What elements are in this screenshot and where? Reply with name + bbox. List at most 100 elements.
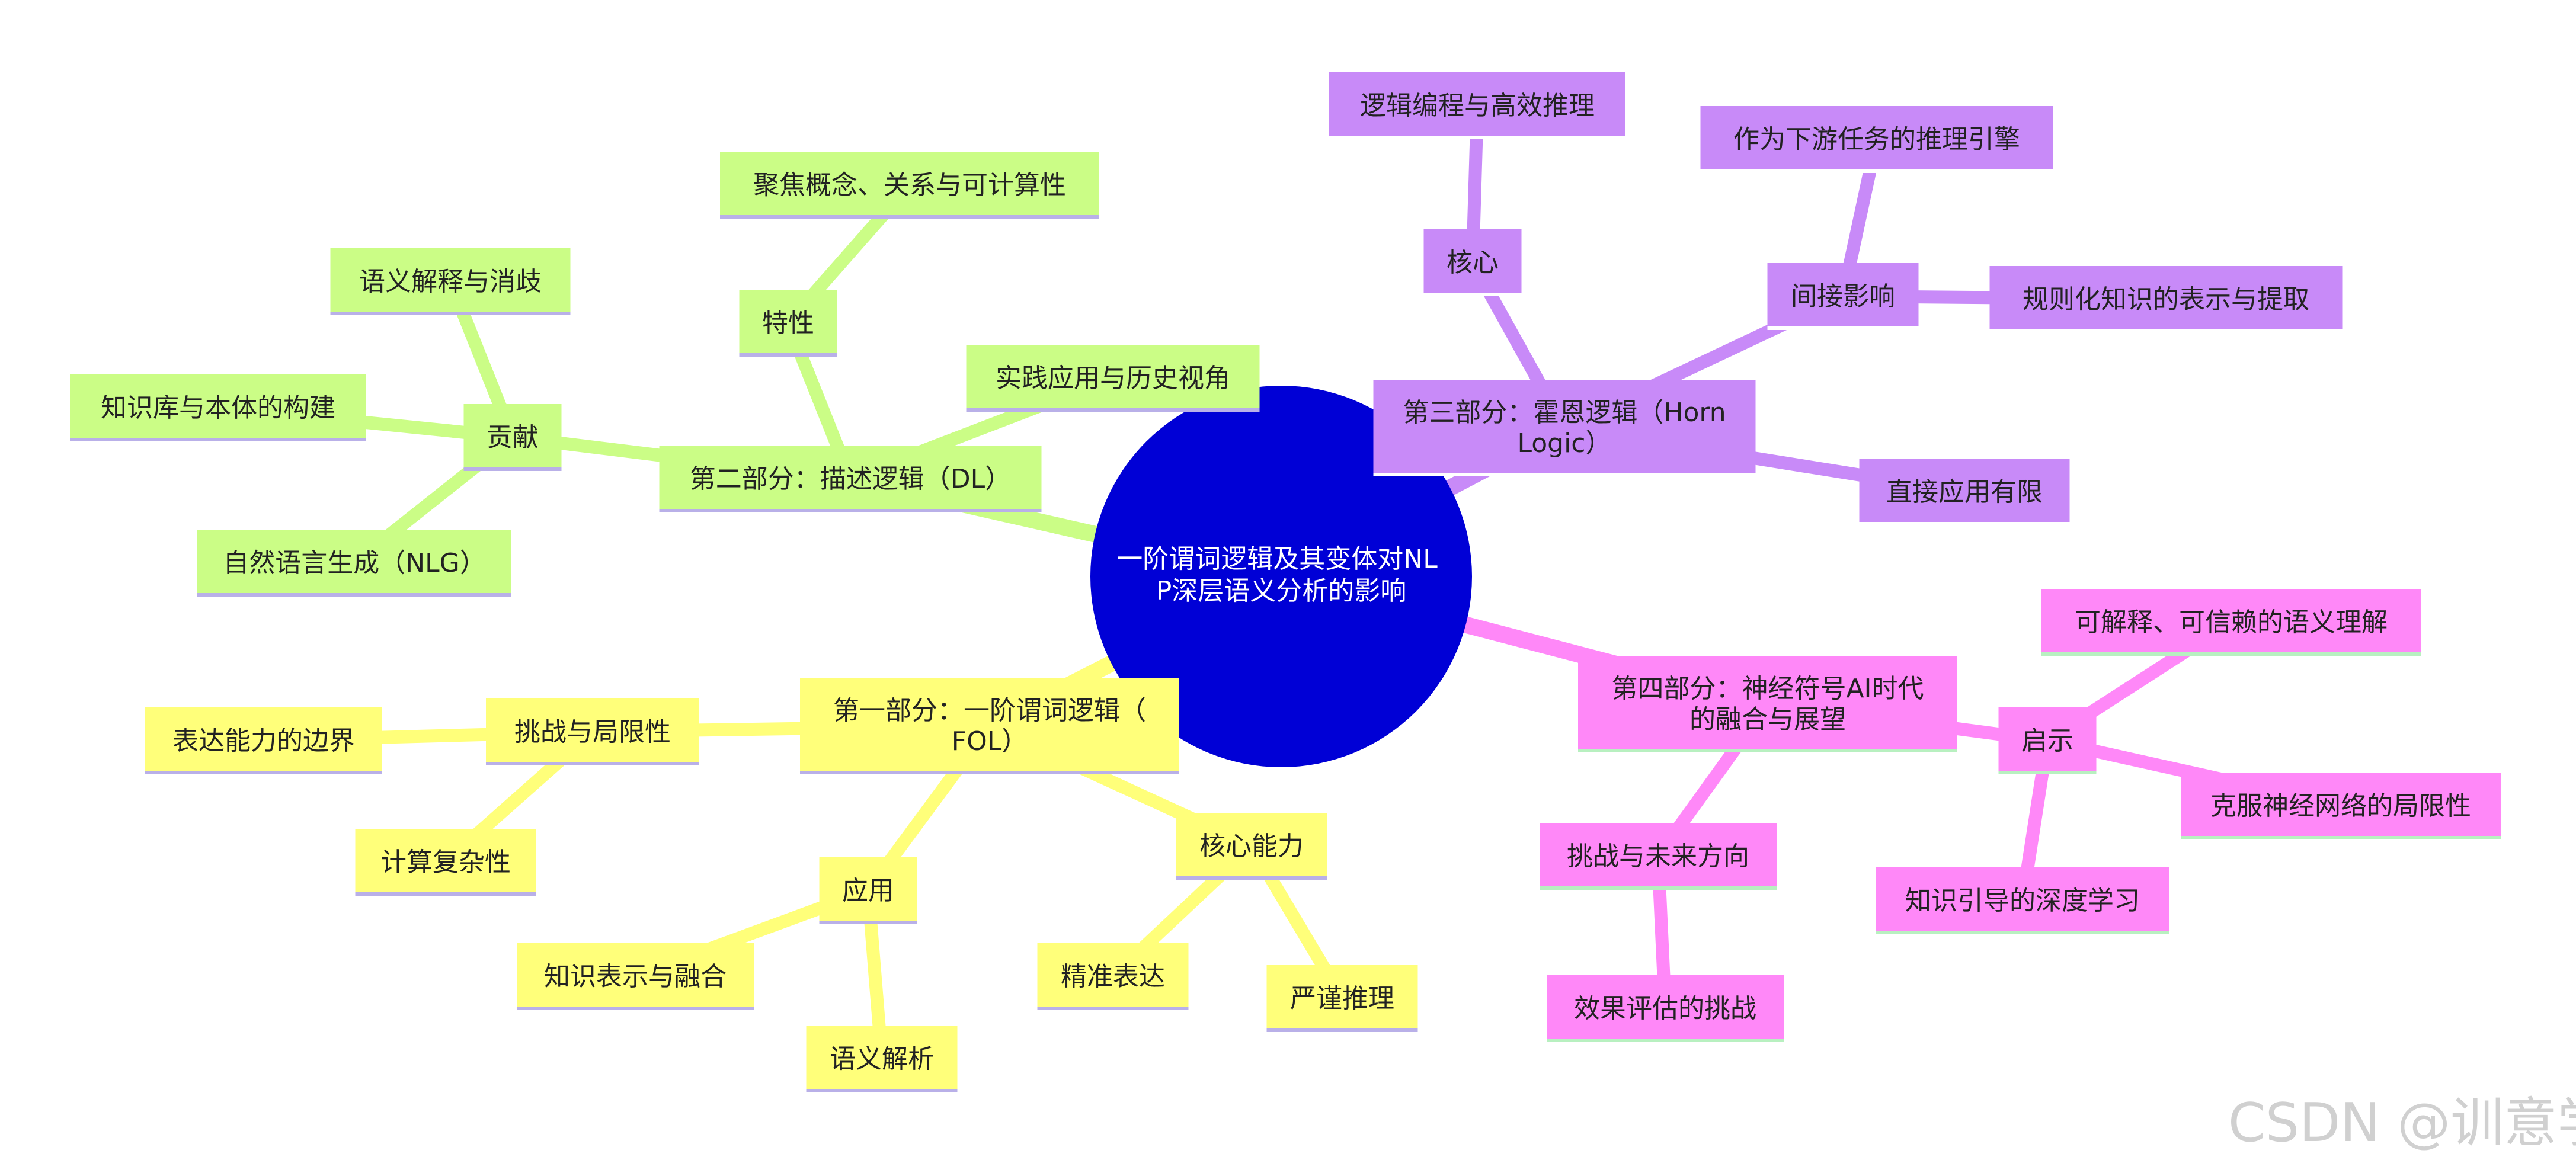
node-label-line: 效果评估的挑战 <box>1574 994 1756 1024</box>
node-box <box>1578 656 1957 752</box>
node-label-line: 严谨推理 <box>1290 983 1394 1014</box>
node-fol-chal-2: 计算复杂性 <box>355 829 536 896</box>
node-underline <box>739 353 837 357</box>
node-box <box>2181 773 2501 839</box>
node-ns: 第四部分：神经符号AI时代的融合与展望 <box>1578 656 1957 752</box>
node-label-line: 的融合与展望 <box>1689 704 1846 735</box>
node-underline <box>1423 293 1522 296</box>
node-fol-app-1: 知识表示与融合 <box>517 943 754 1010</box>
watermark: CSDN @训意学 <box>2228 1092 2576 1154</box>
node-label-line: 自然语言生成（NLG） <box>223 548 486 578</box>
root-node <box>1090 386 1472 767</box>
node-horn-core-1: 逻辑编程与高效推理 <box>1329 72 1625 139</box>
node-label: 第一部分：一阶谓词逻辑（FOL） <box>833 696 1146 757</box>
node-box <box>1767 263 1919 329</box>
node-underline <box>1700 169 2053 173</box>
node-label-line: 计算复杂性 <box>380 847 511 877</box>
node-label-line: 知识引导的深度学习 <box>1905 886 2140 916</box>
node-horn-ind-2: 规则化知识的表示与提取 <box>1989 266 2343 333</box>
node-label-line: 第一部分：一阶谓词逻辑（ <box>833 696 1146 726</box>
node-fol-chal-1: 表达能力的边界 <box>145 707 382 774</box>
node-dl: 第二部分：描述逻辑（DL） <box>659 446 1042 512</box>
node-underline <box>1767 326 1919 330</box>
node-box <box>145 707 382 774</box>
node-label-line: 精准表达 <box>1061 962 1165 992</box>
node-label-line: 实践应用与历史视角 <box>996 363 1230 393</box>
node-underline <box>330 312 571 315</box>
node-label: 语义解析 <box>830 1044 934 1074</box>
node-label-line: 间接影响 <box>1791 281 1895 312</box>
node-label-line: FOL） <box>952 726 1028 757</box>
node-box <box>517 943 754 1010</box>
node-box <box>70 374 366 441</box>
node-label-line: 核心 <box>1447 248 1499 278</box>
node-label: 克服神经网络的局限性 <box>2210 791 2471 821</box>
node-horn-ind-1: 作为下游任务的推理引擎 <box>1700 106 2053 173</box>
node-underline <box>2041 652 2421 656</box>
node-underline <box>806 1089 958 1092</box>
node-label-line: 挑战与未来方向 <box>1567 841 1749 871</box>
node-dl-practice: 实践应用与历史视角 <box>966 345 1260 412</box>
node-ns-insight-2: 克服神经网络的局限性 <box>2181 773 2501 839</box>
node-box <box>1989 266 2343 332</box>
node-label: 规则化知识的表示与提取 <box>2023 284 2309 315</box>
node-box <box>1329 72 1625 139</box>
node-box <box>1876 867 2169 934</box>
node-label: 第二部分：描述逻辑（DL） <box>690 464 1011 494</box>
node-ns-insight-1: 可解释、可信赖的语义理解 <box>2041 589 2421 656</box>
node-label: 第四部分：神经符号AI时代的融合与展望 <box>1611 674 1924 735</box>
node-box <box>1423 229 1522 296</box>
node-underline <box>1547 1039 1784 1042</box>
root-label-line-1: 一阶谓词逻辑及其变体对NL <box>1116 544 1438 574</box>
node-label: 严谨推理 <box>1290 983 1394 1014</box>
node-label-line: 作为下游任务的推理引擎 <box>1733 124 2020 155</box>
node-horn-ind: 间接影响 <box>1767 263 1919 330</box>
node-label-line: 逻辑编程与高效推理 <box>1360 91 1595 121</box>
node-label: 挑战与未来方向 <box>1567 841 1749 871</box>
node-underline <box>819 921 917 924</box>
node-label-line: 表达能力的边界 <box>172 726 355 756</box>
node-horn-core: 核心 <box>1423 229 1522 296</box>
node-label: 实践应用与历史视角 <box>996 363 1230 393</box>
node-box <box>806 1026 958 1092</box>
node-box <box>1547 975 1784 1042</box>
node-fol-chal: 挑战与局限性 <box>486 698 699 765</box>
node-label-line: 应用 <box>842 876 894 906</box>
node-box <box>1176 813 1327 879</box>
node-label: 计算复杂性 <box>380 847 511 877</box>
node-label-line: 聚焦概念、关系与可计算性 <box>753 170 1066 200</box>
node-box <box>1700 106 2053 172</box>
node-label: 可解释、可信赖的语义理解 <box>2075 607 2388 637</box>
node-box <box>486 698 699 765</box>
node-label-line: 克服神经网络的局限性 <box>2210 791 2471 821</box>
node-ns-insight-3: 知识引导的深度学习 <box>1876 867 2169 934</box>
node-label-line: 知识库与本体的构建 <box>101 393 335 423</box>
node-box <box>1373 380 1756 476</box>
node-label: 应用 <box>842 876 894 906</box>
node-label: 作为下游任务的推理引擎 <box>1733 124 2020 155</box>
node-underline <box>486 762 699 765</box>
node-label: 精准表达 <box>1061 962 1165 992</box>
node-box <box>659 446 1042 512</box>
node-label-line: 第四部分：神经符号AI时代 <box>1611 674 1924 704</box>
node-underline <box>463 467 562 471</box>
node-label-line: 第三部分：霍恩逻辑（Horn <box>1403 398 1726 428</box>
node-box <box>1540 823 1777 889</box>
node-underline <box>355 892 536 896</box>
node-box <box>355 829 536 895</box>
node-underline <box>720 215 1099 219</box>
node-box <box>1266 965 1418 1031</box>
node-underline <box>1998 771 2097 774</box>
node-underline <box>1859 522 2070 525</box>
node-underline <box>659 509 1042 512</box>
node-fol-app: 应用 <box>819 857 917 924</box>
node-box <box>1998 707 2097 774</box>
node-label: 聚焦概念、关系与可计算性 <box>753 170 1066 200</box>
node-underline <box>1266 1028 1418 1032</box>
node-label: 知识表示与融合 <box>544 962 727 992</box>
node-underline <box>1329 136 1625 139</box>
node-label-line: 可解释、可信赖的语义理解 <box>2075 607 2388 637</box>
